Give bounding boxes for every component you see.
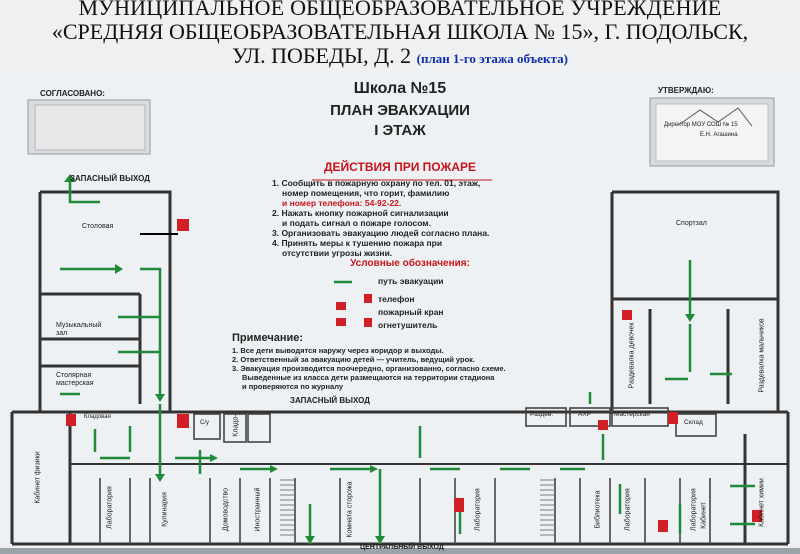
legend-route: путь эвакуации: [378, 276, 444, 286]
room-lab-4: Лаборатория: [690, 488, 698, 531]
room-kitchen: Кулинария: [161, 492, 169, 527]
arrow-heads: [64, 174, 695, 544]
fire-actions-list: 1. Сообщить в пожарную охрану по тел. 01…: [272, 178, 540, 258]
room-workshop: Мастерская: [614, 411, 650, 418]
building-walls: [10, 190, 790, 546]
room-lab-1: Лаборатория: [106, 486, 114, 529]
fire-step-1b: номер помещения, что горит, фамилию: [282, 188, 450, 198]
room-warehouse: Склад: [684, 419, 703, 426]
room-guard: Комната сторожа: [346, 481, 354, 538]
room-home: Домоводство: [222, 487, 230, 532]
caption-line-3: УЛ. ПОБЕДЫ, Д. 2 (план 1-го этажа объект…: [0, 44, 800, 71]
room-library: Библиотека: [594, 490, 602, 529]
note-2: 2. Ответственный за эвакуацию детей — уч…: [232, 355, 475, 364]
legend-hydrant: пожарный кран: [378, 307, 444, 317]
approval-label-left: СОГЛАСОВАНО:: [40, 89, 105, 98]
room-boys: Раздевалка мальчиков: [758, 318, 766, 393]
room-wc: С/у: [200, 420, 209, 426]
fire-equipment-markers: [66, 219, 762, 532]
plan-title-floor: I ЭТАЖ: [374, 122, 426, 139]
room-pantry: Кладо-: [232, 414, 240, 437]
evacuation-routes: [60, 182, 755, 544]
room-ahr: АХР: [578, 411, 592, 418]
room-gym: Спортзал: [676, 220, 707, 227]
note-header: Примечание:: [232, 332, 304, 344]
plan-title-school: Школа №15: [353, 80, 447, 97]
legend-phone: телефон: [378, 294, 415, 304]
notes-list: 1. Все дети выводятся наружу через корид…: [232, 346, 572, 391]
room-music-1: Музыкальный: [56, 322, 102, 329]
note-3: 3. Эвакуация производится поочередно, ор…: [232, 364, 506, 373]
fire-step-1a: 1. Сообщить в пожарную охрану по тел. 01…: [272, 178, 481, 188]
signature-scribble: [679, 107, 753, 127]
evacuation-plan-board: СОГЛАСОВАНО: УТВЕРЖДАЮ: Директор МОУ СОШ…: [0, 74, 800, 554]
caption-note: (план 1-го этажа объекта): [416, 51, 568, 66]
note-3c: и проверяются по журналу: [242, 382, 344, 391]
approver-title: Директор МОУ СОШ № 15: [664, 122, 738, 128]
fire-step-4b: отсутствии угрозы жизни.: [282, 248, 393, 258]
caption-line-2: «СРЕДНЯЯ ОБЩЕОБРАЗОВАТЕЛЬНАЯ ШКОЛА № 15»…: [51, 19, 749, 44]
room-joiner-2: мастерская: [56, 380, 94, 387]
floor-plan-drawing: [0, 74, 800, 554]
approver-name: Е.Н. Агашина: [700, 132, 738, 138]
fire-step-1c: и номер телефона: 54-92-22.: [282, 198, 402, 208]
caption-line-1: МУНИЦИПАЛЬНОЕ ОБЩЕОБРАЗОВАТЕЛЬНОЕ УЧРЕЖД…: [78, 0, 722, 20]
room-canteen: Столовая: [82, 223, 114, 230]
note-1: 1. Все дети выводятся наружу через корид…: [232, 346, 444, 355]
legend-header: Условные обозначения:: [350, 258, 470, 269]
room-physics: Кабинет физики: [34, 451, 42, 504]
room-music-2: зал: [56, 330, 68, 337]
legend-extinguisher: огнетушитель: [378, 320, 438, 330]
room-joiner-1: Столярная: [56, 372, 92, 379]
fire-step-3: 3. Организовать эвакуацию людей согласно…: [272, 228, 490, 238]
room-storage: Кладовая: [84, 414, 111, 420]
approval-label-right: УТВЕРЖДАЮ:: [658, 86, 714, 95]
fire-step-2b: и подать сигнал о пожаре голосом.: [282, 218, 431, 228]
room-lab-2: Лаборатория: [474, 488, 482, 531]
room-lab-3: Лаборатория: [624, 488, 632, 531]
room-girls: Раздевалка девочек: [628, 322, 636, 389]
image-caption: МУНИЦИПАЛЬНОЕ ОБЩЕОБРАЗОВАТЕЛЬНОЕ УЧРЕЖД…: [0, 0, 800, 74]
room-dress: Раздев.: [530, 411, 554, 418]
exit-bottom-label: ЦЕНТРАЛЬНЫЙ ВЫХОД: [360, 544, 444, 551]
stairs: [280, 479, 554, 536]
exit-top-label: ЗАПАСНЫЙ ВЫХОД: [70, 174, 150, 183]
room-chemistry: Кабинет химии: [758, 478, 766, 527]
plan-title-evacuation: ПЛАН ЭВАКУАЦИИ: [330, 102, 470, 119]
fire-step-2a: 2. Нажать кнопку пожарной сигнализации: [272, 208, 449, 218]
fire-actions-header: ДЕЙСТВИЯ ПРИ ПОЖАРЕ: [323, 160, 477, 174]
room-cabinet: Кабинет: [700, 502, 708, 529]
caption-address: УЛ. ПОБЕДЫ, Д. 2: [232, 43, 412, 68]
fire-step-4a: 4. Принять меры к тушению пожара при: [272, 238, 443, 248]
room-foreign: Иностранный: [254, 487, 262, 532]
note-3b: Выведенные из класса дети размещаются на…: [242, 373, 495, 382]
exit-middle-label: ЗАПАСНЫЙ ВЫХОД: [290, 396, 370, 405]
